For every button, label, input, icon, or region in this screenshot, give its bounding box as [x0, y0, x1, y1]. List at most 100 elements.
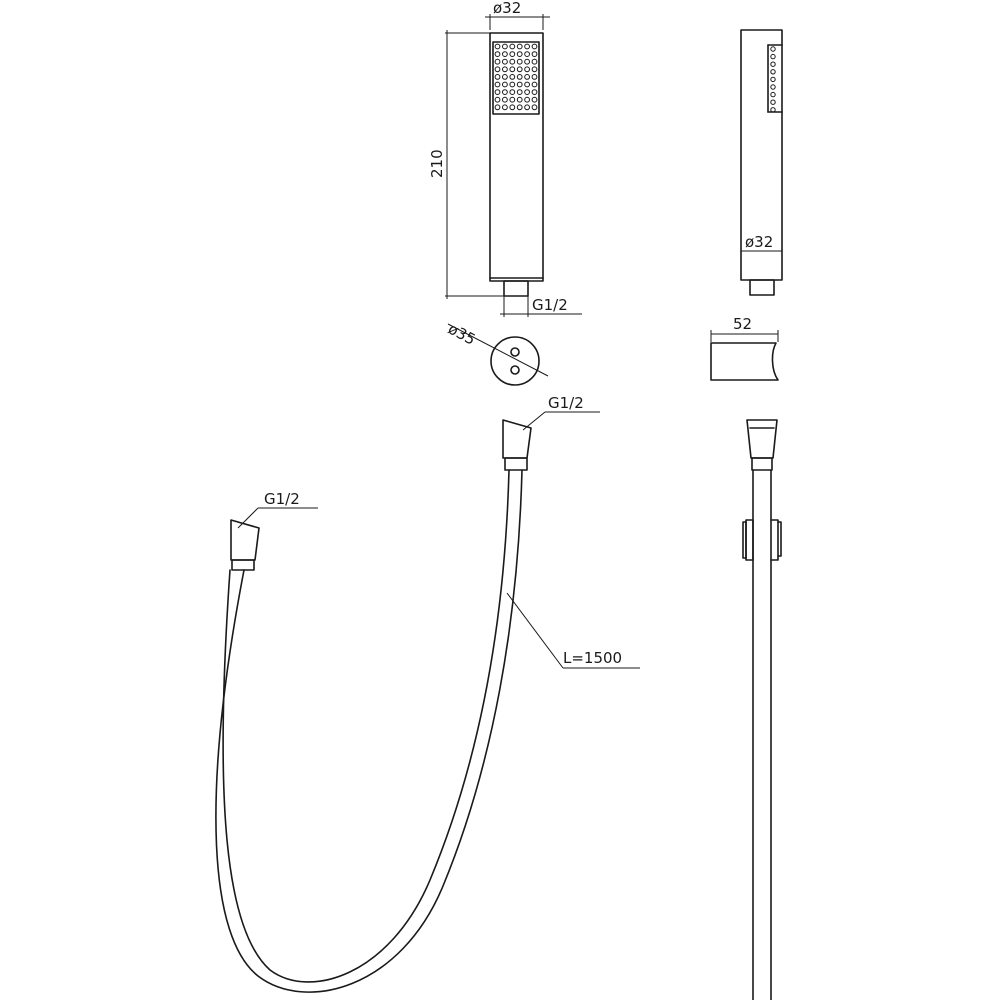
- nozzle: [531, 104, 538, 111]
- nozzle: [509, 74, 516, 80]
- side-nozzle: [770, 69, 776, 75]
- holder-outline: [710, 342, 779, 381]
- hose-tube-inner: [215, 469, 523, 993]
- nozzle: [494, 81, 501, 88]
- nozzle: [516, 66, 523, 73]
- spray-plate: [492, 41, 540, 115]
- nozzle: [524, 58, 530, 65]
- nozzle: [502, 58, 508, 65]
- nozzle: [524, 81, 530, 88]
- hose-front-view: G1/2 G1/2 L=1500: [215, 394, 640, 993]
- nozzle: [531, 96, 538, 103]
- nozzle: [516, 104, 523, 111]
- nozzle: [516, 96, 523, 103]
- holder-width-label: 52: [733, 315, 752, 333]
- nozzle: [502, 43, 508, 50]
- nozzle: [531, 74, 538, 80]
- nozzle: [509, 81, 516, 88]
- hose-side-clip: [745, 519, 779, 561]
- nozzle: [502, 66, 508, 73]
- outlet-leader-line: [447, 323, 549, 377]
- nozzle: [494, 51, 501, 57]
- nozzle: [494, 96, 501, 103]
- nozzle: [516, 51, 523, 57]
- side-width-label: ø32: [745, 233, 773, 251]
- outlet-screw-top: [510, 347, 520, 357]
- wall-holder-view: 52: [710, 315, 779, 381]
- hose-length-leader: [506, 592, 564, 669]
- nozzle: [531, 43, 538, 50]
- nozzle: [531, 89, 538, 95]
- hand-shower-side-view: ø32: [740, 29, 783, 296]
- nozzle: [494, 58, 501, 65]
- nozzle: [509, 96, 516, 103]
- wall-outlet-view: ø35: [445, 320, 549, 386]
- hose-left-ferrule: [231, 559, 255, 571]
- nozzle: [524, 43, 530, 50]
- outlet-circle: [490, 336, 540, 386]
- nozzle: [494, 89, 501, 95]
- hose-side-ferrule: [751, 457, 773, 471]
- nozzle: [516, 81, 523, 88]
- nozzle: [502, 89, 508, 95]
- nozzle: [509, 104, 516, 111]
- side-nozzle: [770, 76, 776, 83]
- nozzle: [524, 66, 530, 73]
- hose-thread-left-label: G1/2: [264, 490, 300, 508]
- nozzle: [502, 104, 508, 111]
- nozzle: [524, 104, 530, 111]
- nozzle: [494, 43, 501, 50]
- nozzle: [502, 96, 508, 103]
- hose-tube-outer: [222, 469, 510, 983]
- nozzle: [509, 66, 516, 73]
- outlet-screw-bottom: [510, 365, 520, 375]
- nozzle: [524, 96, 530, 103]
- nozzle: [509, 43, 516, 50]
- nozzle: [524, 74, 530, 80]
- hand-shower-front-view: ø32 210 G1/2: [428, 0, 582, 317]
- side-nozzle: [770, 99, 776, 105]
- nozzle: [531, 51, 538, 57]
- nozzle: [494, 104, 501, 111]
- nozzle: [509, 51, 516, 57]
- hose-side-top-fitting: [746, 419, 778, 459]
- nozzle: [494, 66, 501, 73]
- hose-side-view: [742, 419, 782, 1000]
- side-nozzle-row: [770, 46, 776, 113]
- shower-body-outline: [489, 32, 544, 282]
- hose-top-ferrule: [504, 457, 528, 471]
- nozzle: [509, 89, 516, 95]
- hose-length-label: L=1500: [563, 649, 622, 667]
- side-nozzle: [770, 61, 776, 67]
- nozzle: [531, 58, 538, 65]
- side-nozzle: [770, 84, 776, 90]
- side-plate-edges: [767, 44, 783, 113]
- nozzle: [524, 51, 530, 57]
- nozzle: [502, 51, 508, 57]
- nozzle: [516, 89, 523, 95]
- hose-side-tube: [752, 469, 772, 1000]
- nozzle: [502, 74, 508, 80]
- bottom-connector: [503, 280, 529, 297]
- nozzle: [509, 58, 516, 65]
- hose-side-clip-edge: [742, 521, 782, 559]
- nozzle: [524, 89, 530, 95]
- head-width-label: ø32: [493, 0, 521, 17]
- spray-nozzles: [494, 43, 538, 111]
- nozzle: [531, 66, 538, 73]
- nozzle: [502, 81, 508, 88]
- side-nozzle: [770, 46, 776, 52]
- nozzle: [516, 74, 523, 80]
- hose-left-leader: [237, 507, 259, 529]
- nozzle: [516, 58, 523, 65]
- side-nozzle: [770, 91, 776, 98]
- side-nozzle: [770, 53, 776, 60]
- hose-thread-top-label: G1/2: [548, 394, 584, 412]
- hose-top-fitting: [502, 419, 532, 459]
- head-thread-label: G1/2: [532, 296, 568, 314]
- nozzle: [494, 74, 501, 80]
- base-diameter-label: ø35: [445, 320, 478, 349]
- hose-top-leader: [522, 411, 546, 431]
- head-length-label: 210: [428, 149, 446, 178]
